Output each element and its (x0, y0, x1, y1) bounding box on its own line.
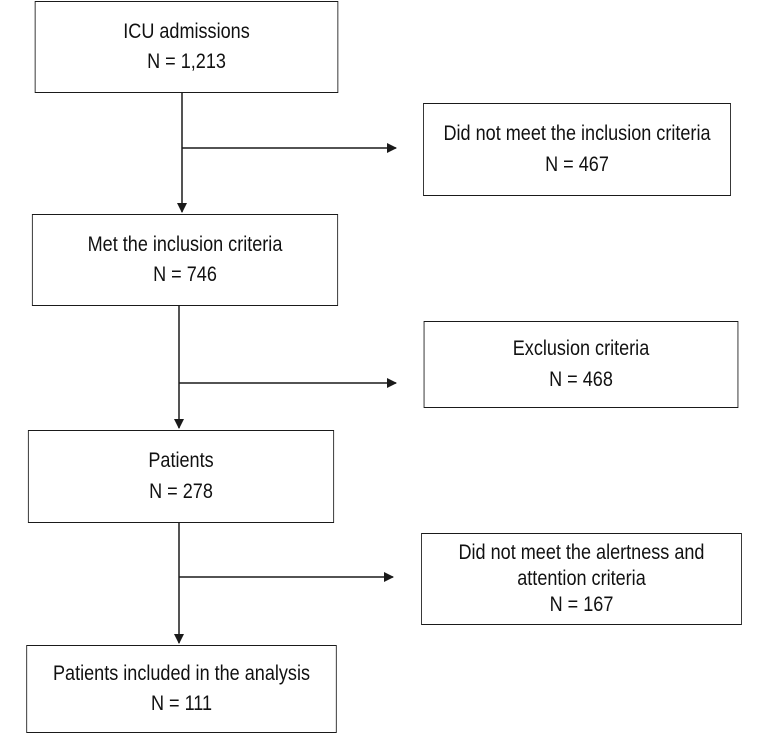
box-included-in-analysis: Patients included in the analysis N = 11… (26, 645, 337, 733)
box-label: Met the inclusion criteria (87, 232, 283, 256)
box-exclusion-criteria: Exclusion criteria N = 468 (423, 321, 739, 408)
box-met-inclusion: Met the inclusion criteria N = 746 (31, 214, 339, 306)
box-count: N = 278 (149, 479, 213, 503)
box-count: N = 167 (549, 593, 614, 617)
box-count: N = 467 (545, 152, 609, 176)
box-count: N = 468 (549, 367, 613, 391)
box-not-meet-inclusion: Did not meet the inclusion criteria N = … (423, 103, 731, 196)
box-icu-admissions: ICU admissions N = 1,213 (34, 1, 339, 93)
box-label: Patients included in the analysis (52, 661, 311, 685)
box-label: Patients (148, 449, 214, 473)
box-label: Did not meet the inclusion criteria (443, 122, 711, 146)
box-label: Did not meet the alertness and attention… (458, 540, 705, 590)
box-count: N = 1,213 (147, 50, 226, 73)
box-count: N = 746 (153, 263, 217, 286)
box-patients: Patients N = 278 (27, 430, 335, 523)
box-count: N = 111 (150, 692, 213, 715)
box-label: ICU admissions (123, 19, 250, 43)
box-label: Exclusion criteria (512, 337, 650, 361)
box-not-meet-alertness: Did not meet the alertness and attention… (421, 533, 742, 625)
